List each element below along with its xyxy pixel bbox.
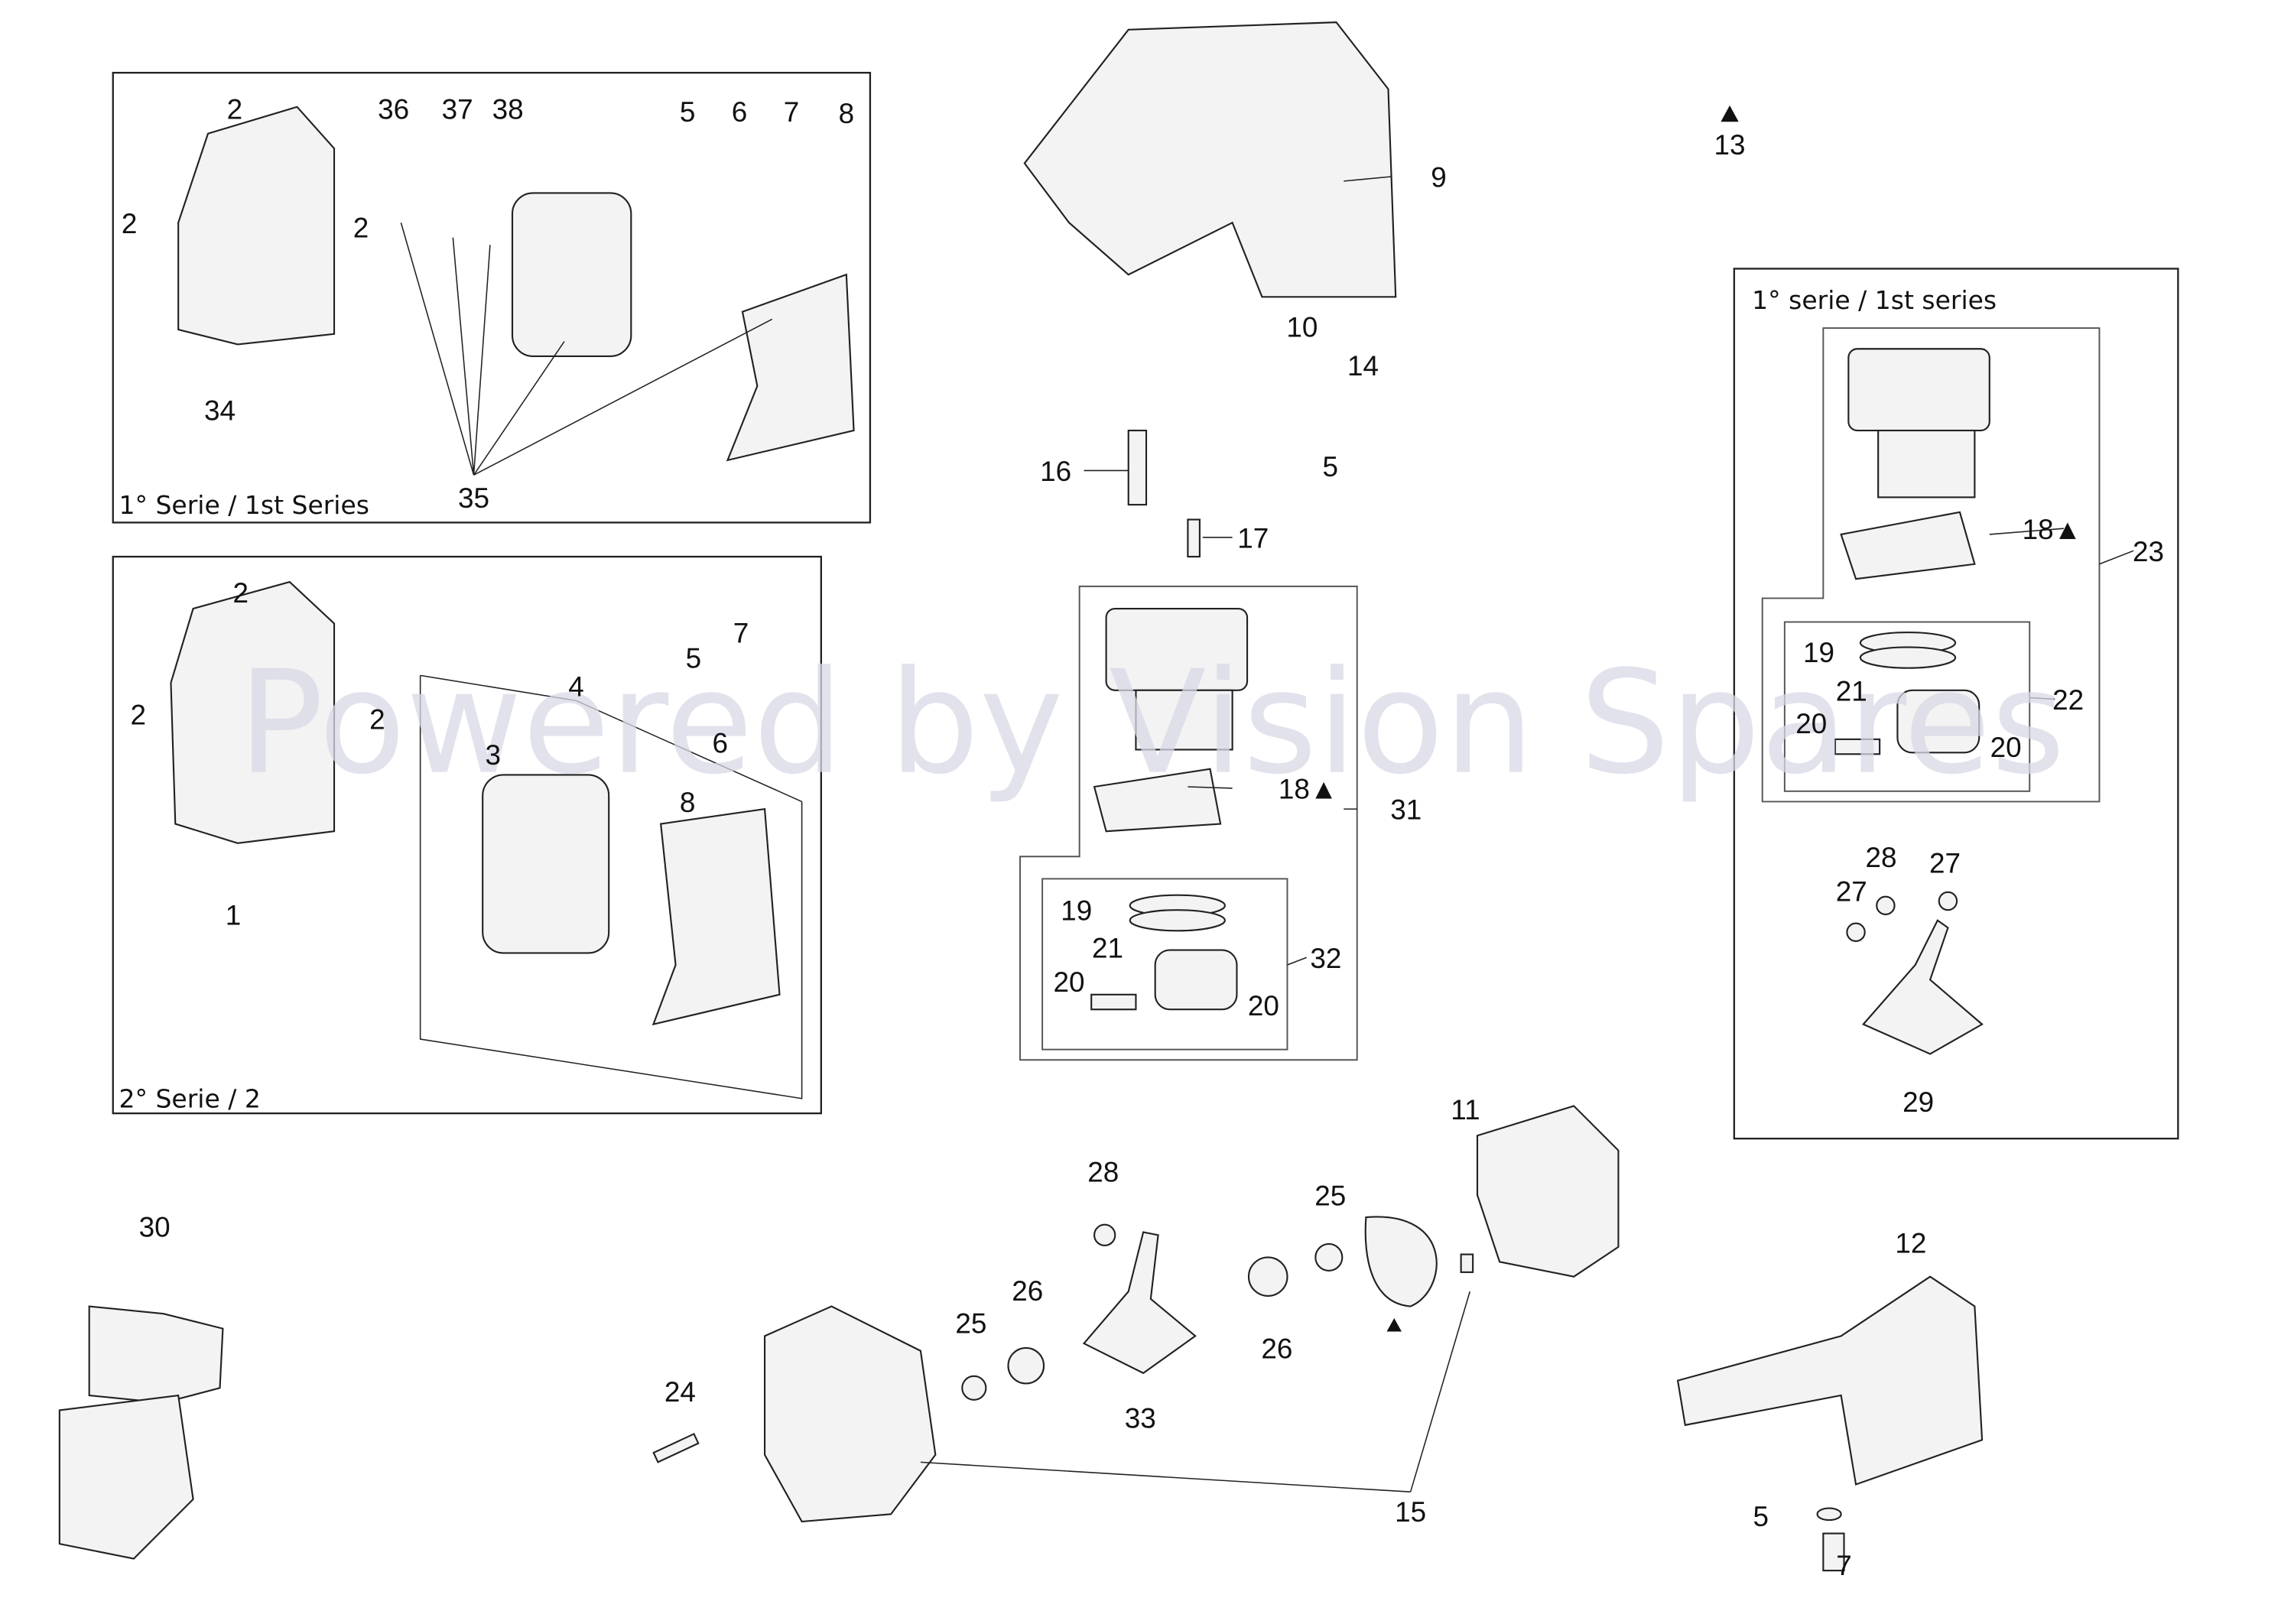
callout[interactable]: 2 [122, 208, 138, 239]
callout[interactable]: 7 [784, 96, 800, 128]
callout[interactable]: 21 [1836, 675, 1867, 706]
callout-labels: 2 2 2 36 37 38 5 6 7 8 34 35 2 2 2 3 4 5… [122, 93, 2164, 1581]
callout[interactable]: 19 [1803, 637, 1834, 668]
callout[interactable]: 28 [1087, 1156, 1119, 1187]
callout[interactable]: 23 [2133, 536, 2164, 567]
callout[interactable]: 8 [680, 787, 696, 818]
shield-12 [1676, 1275, 1984, 1486]
group-box-1st-series-right [1733, 268, 2179, 1140]
callout[interactable]: 32 [1310, 943, 1341, 974]
callout[interactable]: 19 [1061, 895, 1092, 927]
callout[interactable]: 36 [378, 93, 409, 125]
group-box-32 [1041, 878, 1288, 1051]
callout[interactable]: 28 [1866, 842, 1897, 873]
callout[interactable]: 31 [1390, 794, 1422, 826]
callout[interactable]: 34 [204, 395, 236, 426]
callout[interactable]: 21 [1092, 932, 1123, 963]
crankcase [763, 1105, 1620, 1523]
group-title-1: 1° Serie / 1st Series [119, 490, 369, 520]
triangle-marker [1386, 1318, 1402, 1332]
callout[interactable]: 5 [1753, 1501, 1769, 1532]
heat-shield-1 [58, 106, 336, 1560]
callout[interactable]: 20 [1054, 966, 1085, 998]
callout[interactable]: 5 [680, 96, 696, 128]
callout[interactable]: 25 [955, 1307, 986, 1339]
callout[interactable]: 11 [1451, 1094, 1480, 1125]
triangle-marker-13 [1720, 105, 1739, 122]
group-box-22 [1783, 621, 2031, 792]
callout[interactable]: 2 [227, 93, 243, 125]
watermark: Powered by Vision Spares [238, 640, 2065, 806]
callout[interactable]: 29 [1902, 1086, 1934, 1118]
callout[interactable]: 7 [1836, 1550, 1852, 1581]
callout[interactable]: 30 [139, 1211, 171, 1242]
crankshaft [1082, 919, 1984, 1375]
callout[interactable]: 24 [664, 1376, 696, 1408]
cylinder [1093, 348, 1990, 833]
callout[interactable]: 35 [458, 482, 489, 514]
callout[interactable]: 6 [713, 727, 729, 758]
callout[interactable]: 10 [1286, 312, 1318, 343]
group-box-1st-series [112, 71, 872, 524]
callout[interactable]: 3 [486, 739, 502, 771]
callout[interactable]: 5 [686, 643, 702, 674]
callout[interactable]: 13 [1714, 129, 1746, 161]
callout[interactable]: 9 [1431, 162, 1447, 193]
callout[interactable]: 8 [839, 98, 855, 129]
callout[interactable]: 38 [492, 93, 524, 125]
callout[interactable]: 18▲ [2023, 514, 2082, 545]
group-box-23 [1761, 327, 2101, 803]
callout[interactable]: 12 [1895, 1228, 1926, 1259]
callout[interactable]: 4 [568, 671, 584, 703]
callout[interactable]: 2 [232, 577, 249, 609]
group-title-3: 1° serie / 1st series [1752, 285, 1997, 315]
callout[interactable]: 26 [1261, 1333, 1292, 1364]
callout[interactable]: 1 [226, 900, 242, 931]
callout[interactable]: 18▲ [1279, 774, 1338, 805]
callout[interactable]: 7 [733, 618, 749, 649]
callout[interactable]: 20 [1248, 990, 1279, 1021]
callout[interactable]: 16 [1040, 456, 1071, 487]
piston-rings [1090, 632, 1980, 1011]
callout[interactable]: 2 [130, 699, 146, 730]
callout[interactable]: 33 [1125, 1403, 1156, 1434]
leader-lines [400, 176, 2134, 1492]
callout[interactable]: 2 [353, 213, 369, 244]
callout[interactable]: 37 [442, 93, 473, 125]
callout[interactable]: 26 [1012, 1275, 1043, 1307]
callout[interactable]: 2 [369, 703, 385, 735]
callout[interactable]: 5 [1323, 451, 1339, 482]
callout[interactable]: 15 [1395, 1496, 1426, 1528]
callout[interactable]: 14 [1347, 350, 1379, 382]
muffler [482, 192, 855, 1026]
callout[interactable]: 25 [1314, 1180, 1346, 1211]
callout[interactable]: 27 [1929, 848, 1961, 879]
callout[interactable]: 22 [2052, 684, 2084, 716]
group-box-31 [1019, 585, 1358, 1061]
group-box-2nd-series [112, 555, 823, 1115]
group-title-2: 2° Serie / 2 [119, 1083, 261, 1113]
callout[interactable]: 17 [1237, 522, 1269, 554]
callout[interactable]: 20 [1990, 732, 2022, 763]
bearings-seals [652, 429, 1958, 1572]
callout[interactable]: 6 [732, 96, 748, 128]
callout[interactable]: 27 [1836, 875, 1867, 907]
callout[interactable]: 20 [1795, 708, 1827, 739]
engine-cover [1023, 21, 1397, 298]
